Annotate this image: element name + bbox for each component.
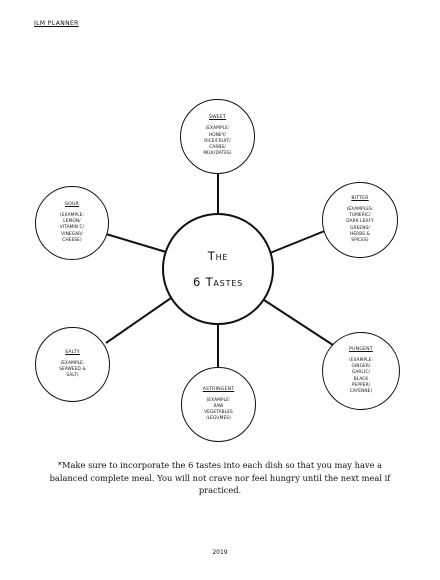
taste-desc-salty: (Example: seaweed & salt) [59,360,86,379]
taste-title-salty: Salty [65,349,80,355]
taste-desc-astringent: (Example: raw vegetables /legumes) [204,397,233,422]
taste-node-bitter: Bitter (Examples: Tumeric/ dark leafy gr… [322,182,398,258]
taste-title-pungent: Pungent [349,346,373,352]
center-title-line1: The [207,249,229,263]
taste-desc-sour: (Example: lemon/ vitamin C/ vinegar/ che… [59,212,85,243]
center-title-line2: 6 Tastes [193,275,243,289]
taste-title-astringent: Astringent [202,386,235,392]
planner-header: ILM Planner [34,20,79,27]
connector-salty [105,297,172,344]
connector-pungent [263,299,337,348]
taste-desc-bitter: (Examples: Tumeric/ dark leafy greens/ h… [346,206,374,243]
center-circle: The 6 Tastes [162,213,274,325]
taste-title-sweet: Sweet [208,115,227,121]
connector-sour [105,233,167,253]
taste-node-salty: Salty (Example: seaweed & salt) [35,327,110,402]
taste-desc-sweet: (Example: honey/ rice/fruit/ carbs/ milk… [203,126,232,157]
taste-node-sour: Sour (Example: lemon/ vitamin C/ vinegar… [35,186,109,260]
taste-title-sour: Sour [65,201,79,207]
taste-node-pungent: Pungent (Example: ginger/ garlic/ black … [322,332,400,410]
footnote: *Make sure to incorporate the 6 tastes i… [49,460,391,495]
taste-desc-pungent: (Example: ginger/ garlic/ black pepper/ … [348,357,374,394]
taste-title-bitter: Bitter [351,195,369,201]
taste-node-astringent: Astringent (Example: raw vegetables /leg… [181,367,256,442]
footer-year: 2019 [212,549,228,556]
taste-node-sweet: Sweet (Example: honey/ rice/fruit/ carbs… [180,99,255,174]
